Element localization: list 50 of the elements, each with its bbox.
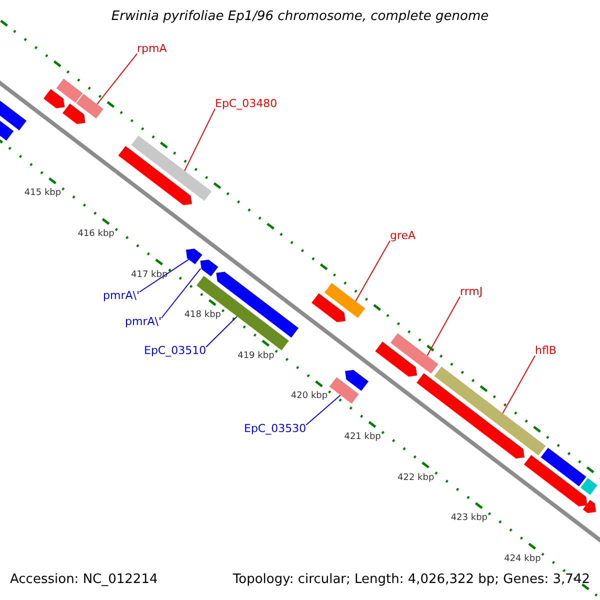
gene-label: EpC_03510 xyxy=(144,345,206,358)
gene-feature xyxy=(375,342,418,377)
scale-label: 422 kbp xyxy=(398,472,434,483)
gene-feature xyxy=(580,478,598,495)
gene-feature xyxy=(312,293,346,322)
leader-line xyxy=(96,53,138,105)
gene-feature xyxy=(186,248,202,264)
gene-feature xyxy=(118,146,192,206)
gene-feature xyxy=(329,377,359,404)
gene-label: pmrA\' xyxy=(103,290,140,303)
scale-label: 421 kbp xyxy=(344,432,381,442)
leader-line xyxy=(355,240,390,302)
gene-feature xyxy=(582,500,596,514)
gene-feature xyxy=(345,370,369,391)
gene-label: EpC_03480 xyxy=(215,98,278,111)
gene-feature xyxy=(540,448,586,486)
title: Erwinia pyrifoliae Ep1/96 chromosome, complete genome xyxy=(110,10,490,25)
leader-line xyxy=(160,268,202,318)
gene-feature xyxy=(324,282,366,318)
accession-text: Accession: NC_012214 xyxy=(10,573,158,588)
gene-feature xyxy=(524,455,588,506)
gene-label: pmrA\' xyxy=(125,316,162,329)
gene-label: rpmA xyxy=(137,43,167,56)
scale-label: 424 kbp xyxy=(504,554,541,564)
gene-feature xyxy=(43,88,65,108)
scale-label: 423 kbp xyxy=(450,513,488,524)
leader-line xyxy=(306,394,341,426)
scale-label: 419 kbp xyxy=(238,350,274,362)
gene-feature xyxy=(131,136,212,201)
leader-line xyxy=(184,108,216,172)
gene-label: greA xyxy=(390,230,416,243)
gene-feature xyxy=(62,104,86,124)
leader-line xyxy=(138,258,190,292)
leader-line xyxy=(426,296,460,356)
gene-label: rrmJ xyxy=(460,286,483,299)
scale-label: 418 kbp xyxy=(184,310,221,320)
scale-label: 420 kbp xyxy=(290,391,328,402)
gene-feature xyxy=(416,373,524,458)
gene-feature xyxy=(76,94,104,119)
gene-label: EpC_03530 xyxy=(244,423,306,436)
leader-line xyxy=(502,355,536,414)
gene-feature xyxy=(390,333,438,374)
scale-label: 416 kbp xyxy=(78,228,114,240)
gene-label: hflB xyxy=(535,345,556,358)
gene-feature xyxy=(56,78,83,103)
gene-feature xyxy=(434,366,546,456)
leader-line xyxy=(206,316,238,348)
scale-label: 415 kbp xyxy=(24,188,62,199)
scale-label: 417 kbp xyxy=(131,270,168,280)
genome-summary-text: Topology: circular; Length: 4,026,322 bp; Genes: 3,742 xyxy=(232,573,590,588)
